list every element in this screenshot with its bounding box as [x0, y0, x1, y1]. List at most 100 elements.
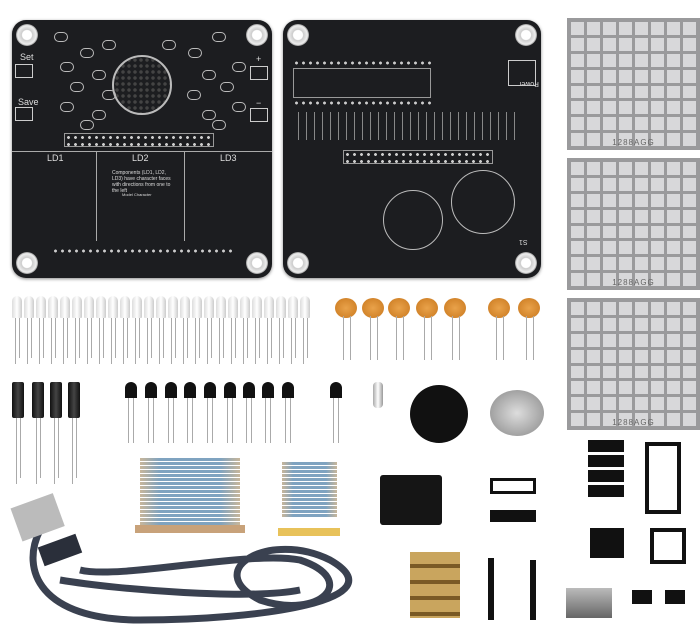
resistor [282, 502, 337, 505]
mount-hole [515, 252, 537, 274]
matrix-dot [587, 117, 600, 131]
transistor-leg [265, 398, 266, 443]
set-label: Set [20, 52, 34, 62]
transistor-leg [290, 398, 291, 443]
ic-socket [645, 442, 681, 514]
resistor [140, 486, 240, 489]
matrix-dot [619, 302, 632, 315]
white-led [96, 296, 106, 318]
s1-label: S1 [519, 238, 528, 245]
matrix-dot [667, 413, 680, 426]
matrix-dot [587, 133, 600, 146]
matrix-dot [651, 257, 664, 271]
pad-row [52, 248, 232, 254]
led-leg [139, 318, 140, 358]
led-matrix [567, 158, 700, 290]
matrix-dot [587, 193, 600, 207]
matrix-dot [651, 22, 664, 35]
save-label: Save [18, 97, 39, 107]
matrix-dot [635, 209, 648, 223]
matrix-dot [651, 333, 664, 347]
matrix-dot [667, 333, 680, 347]
matrix-dot [683, 53, 696, 67]
white-led [24, 296, 34, 318]
resistor [282, 494, 337, 497]
matrix-dot [619, 317, 632, 331]
led-leg [15, 318, 16, 364]
led-leg [175, 318, 176, 358]
transistor-leg [207, 398, 208, 443]
led-leg [55, 318, 56, 358]
led-footprint [212, 32, 226, 42]
white-led [180, 296, 190, 318]
led-leg [231, 318, 232, 364]
led-matrix [567, 298, 700, 430]
set-button-footprint [15, 64, 33, 78]
transistor-leg [246, 398, 247, 443]
matrix-dot [587, 333, 600, 347]
capacitor-leg [16, 418, 17, 484]
matrix-dot [667, 349, 680, 363]
led-footprint [54, 32, 68, 42]
matrix-dot [603, 53, 616, 67]
matrix-dot [667, 302, 680, 315]
resistor [282, 470, 337, 473]
white-led [288, 296, 298, 318]
resistor-footprints [298, 112, 518, 140]
white-led [228, 296, 238, 318]
ic-socket [650, 528, 686, 564]
matrix-dot [667, 365, 680, 379]
led-leg [91, 318, 92, 358]
matrix-dot [635, 225, 648, 239]
dc-jack [380, 475, 442, 525]
matrix-dot [619, 413, 632, 426]
capacitor-leg [526, 316, 527, 360]
matrix-dot [619, 333, 632, 347]
capacitor-leg [72, 418, 73, 484]
matrix-dot [571, 302, 584, 315]
resistor [282, 514, 337, 517]
matrix-dot [571, 257, 584, 271]
voltage-regulator [665, 590, 685, 604]
matrix-dot [587, 413, 600, 426]
resistor [140, 498, 240, 501]
matrix-dot [683, 117, 696, 131]
matrix-dot [587, 349, 600, 363]
resistor [140, 466, 240, 469]
led-footprint [202, 110, 216, 120]
led-leg [259, 318, 260, 358]
matrix-dot [587, 397, 600, 411]
led-footprint [102, 40, 116, 50]
pcb-board-b: Power S1 [283, 20, 541, 278]
white-led [120, 296, 130, 318]
minus-button-footprint [250, 108, 268, 122]
matrix-dot [651, 133, 664, 146]
resistor [282, 506, 337, 509]
matrix-dot [683, 101, 696, 115]
ld3-label: LD3 [220, 153, 237, 163]
matrix-dot [651, 85, 664, 99]
resistor [140, 494, 240, 497]
matrix-dot [619, 397, 632, 411]
matrix-dot [619, 117, 632, 131]
crystal [373, 382, 383, 408]
matrix-dot [571, 162, 584, 175]
ceramic-capacitor [518, 298, 540, 318]
transistor-leg [212, 398, 213, 443]
led-leg [211, 318, 212, 358]
matrix-label: 1288AGG [612, 418, 655, 427]
ic-socket [490, 478, 536, 494]
led-footprint [232, 62, 246, 72]
matrix-dot [683, 225, 696, 239]
matrix-dot [603, 257, 616, 271]
white-led [216, 296, 226, 318]
matrix-dot [587, 22, 600, 35]
led-footprint [80, 120, 94, 130]
matrix-dot [587, 209, 600, 223]
matrix-dot [603, 162, 616, 175]
transistor [204, 382, 216, 398]
mount-hole [515, 24, 537, 46]
led-leg [247, 318, 248, 358]
matrix-dot [683, 22, 696, 35]
transistor [262, 382, 274, 398]
